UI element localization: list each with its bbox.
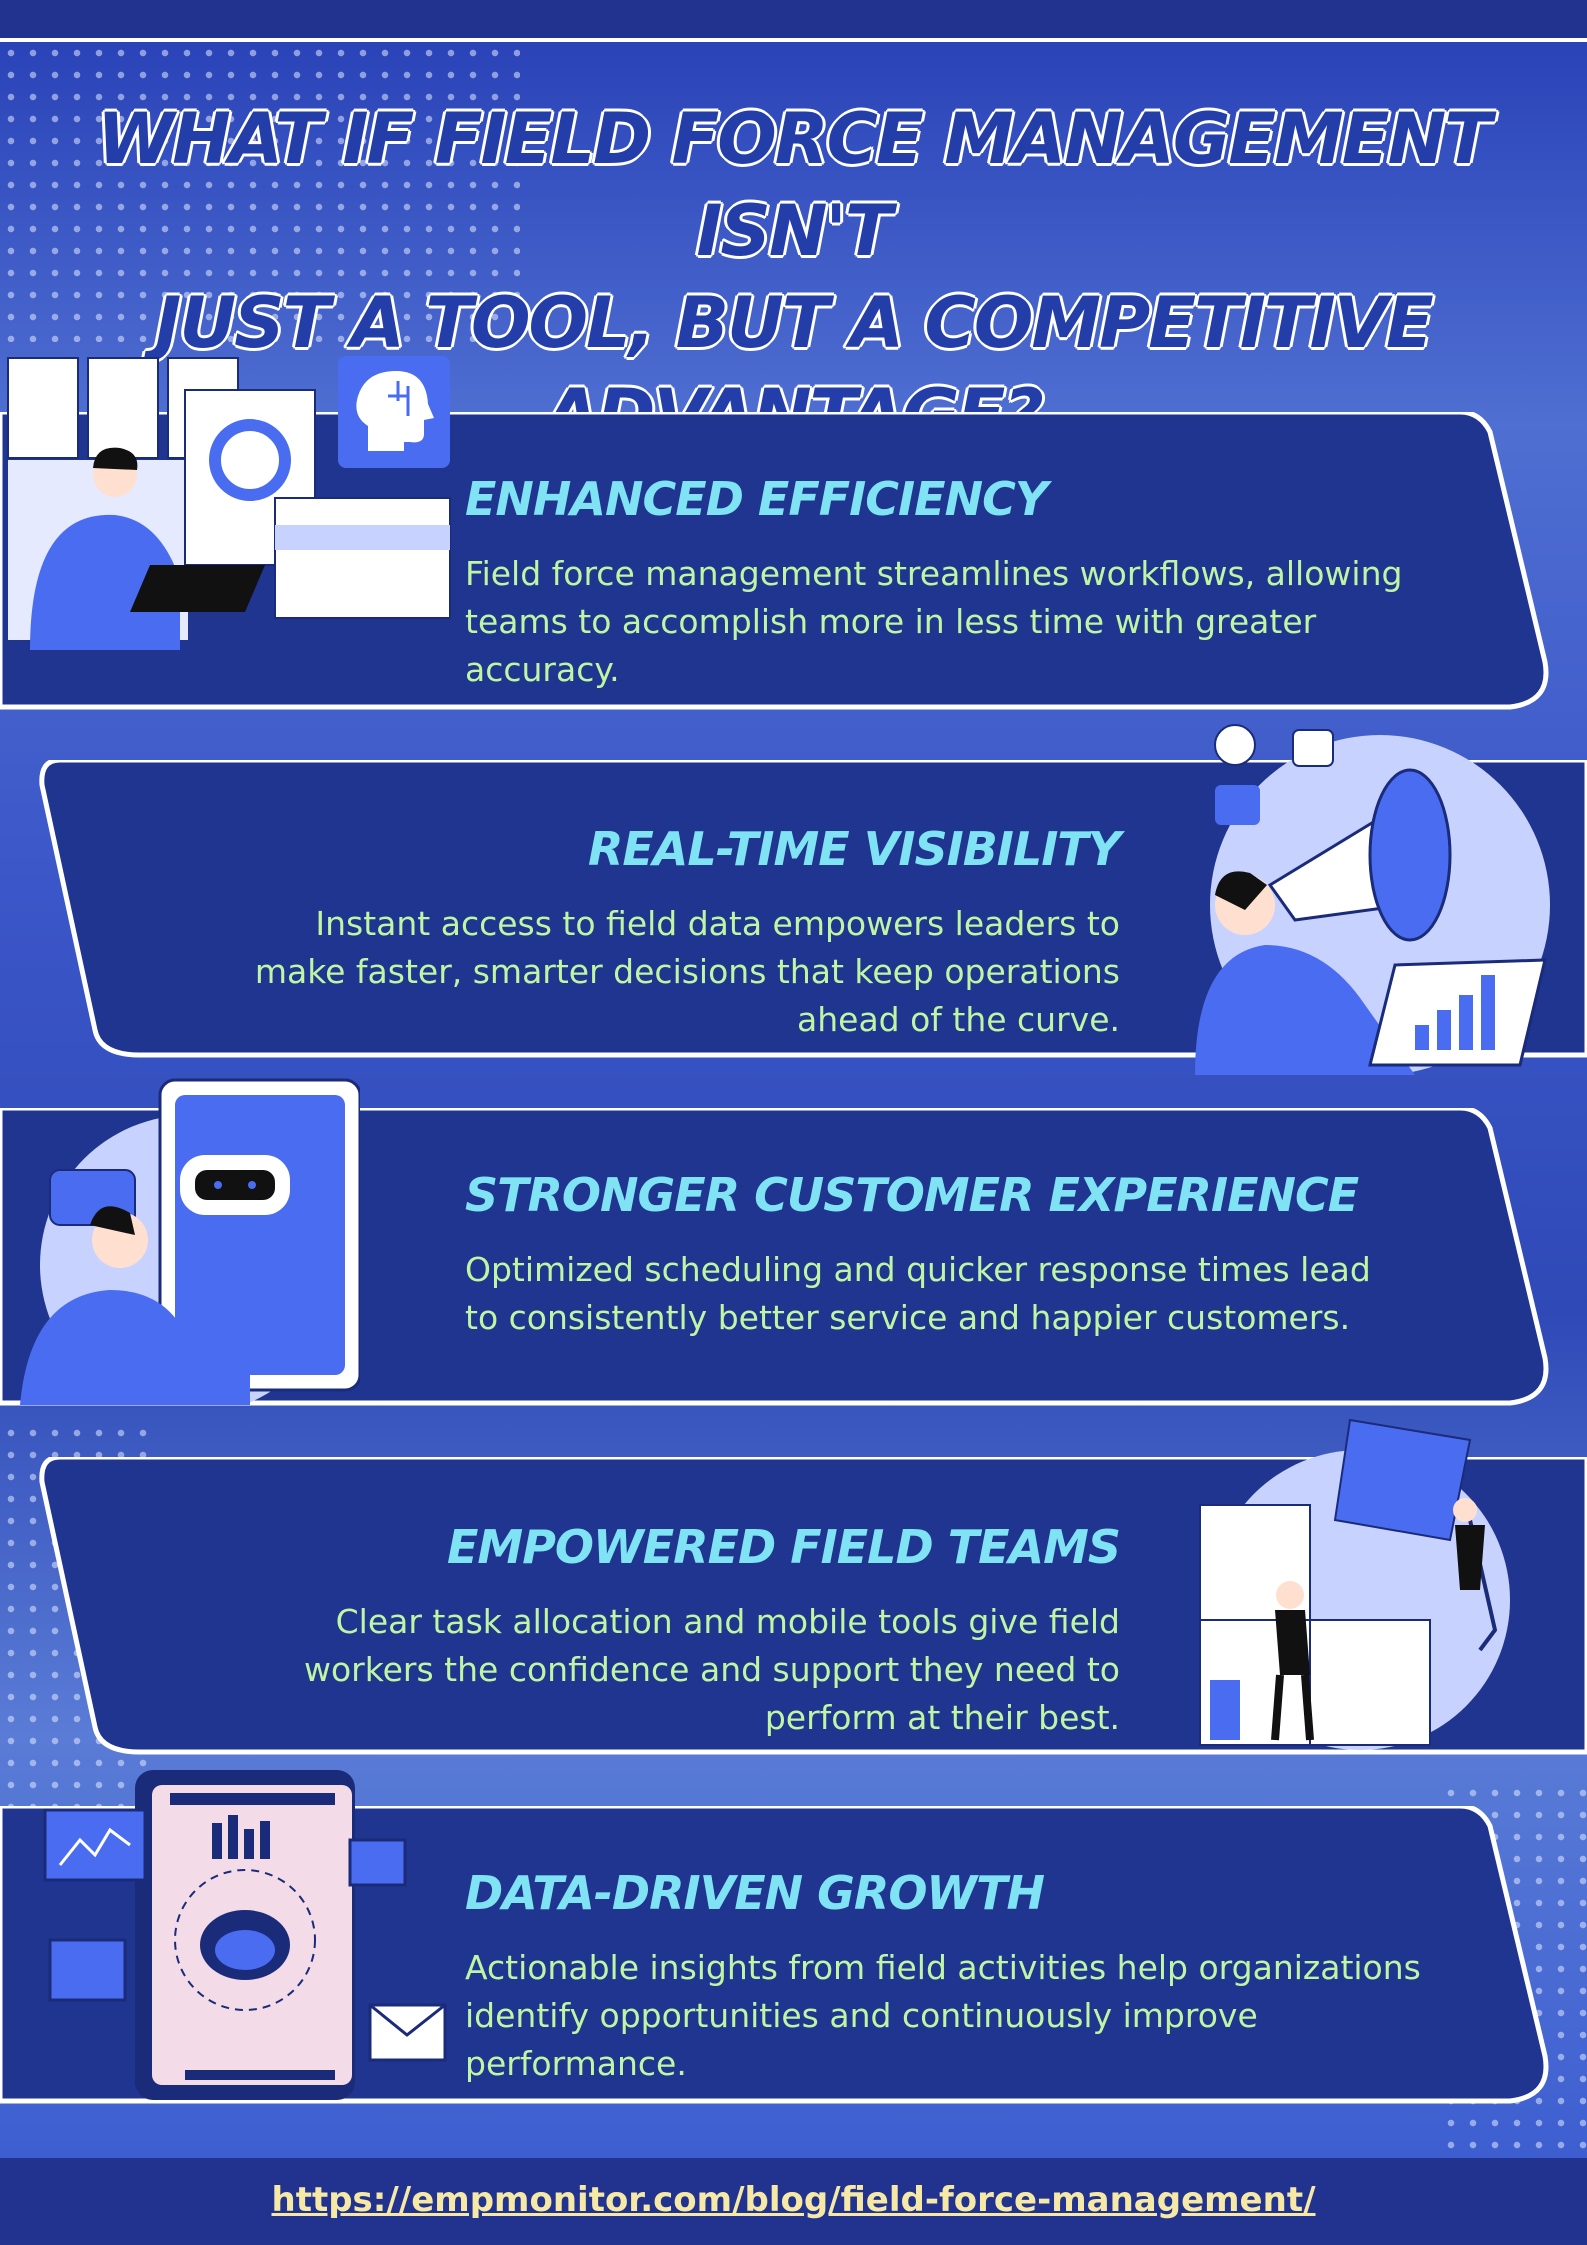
panel-shape [39, 760, 1587, 1058]
title-line-1: What if field force management isn't [96, 96, 1494, 273]
title-line-2: just a tool, but a competitive [154, 280, 1435, 365]
puzzle-team-illustration [1199, 1418, 1510, 1750]
panel-shape [0, 1108, 1549, 1406]
section-panel-efficiency [0, 412, 1587, 712]
panel-shape [0, 412, 1549, 710]
section-body: Optimized scheduling and quicker respons… [465, 1250, 1371, 1337]
section-panel-visibility [0, 760, 1587, 1060]
section-heading: Stronger Customer Experience [465, 1168, 1359, 1222]
ai-head-icon [338, 356, 450, 468]
footer-link[interactable]: https://empmonitor.com/blog/field-force-… [271, 2180, 1316, 2220]
chatbot-illustration [20, 1078, 360, 1405]
section-body: Actionable insights from field activitie… [465, 1948, 1421, 2083]
section-body: Clear task allocation and mobile tools g… [303, 1602, 1120, 1737]
phone-robot-illustration [43, 1770, 447, 2100]
section-heading: Enhanced Efficiency [465, 472, 1048, 526]
section-body: Instant access to field data empowers le… [254, 904, 1120, 1039]
section-heading: Empowered Field Teams [447, 1520, 1121, 1574]
section-body: Field force management streamlines workf… [465, 554, 1403, 689]
section-panel-customer [0, 1108, 1587, 1408]
section-heading: Real-Time Visibility [587, 822, 1121, 876]
person-laptop-illustration [7, 357, 451, 650]
section-heading: Data-Driven Growth [465, 1866, 1045, 1920]
footer: https://empmonitor.com/blog/field-force-… [0, 2158, 1587, 2245]
megaphone-illustration [1195, 724, 1550, 1075]
dot-pattern-top [0, 42, 520, 342]
